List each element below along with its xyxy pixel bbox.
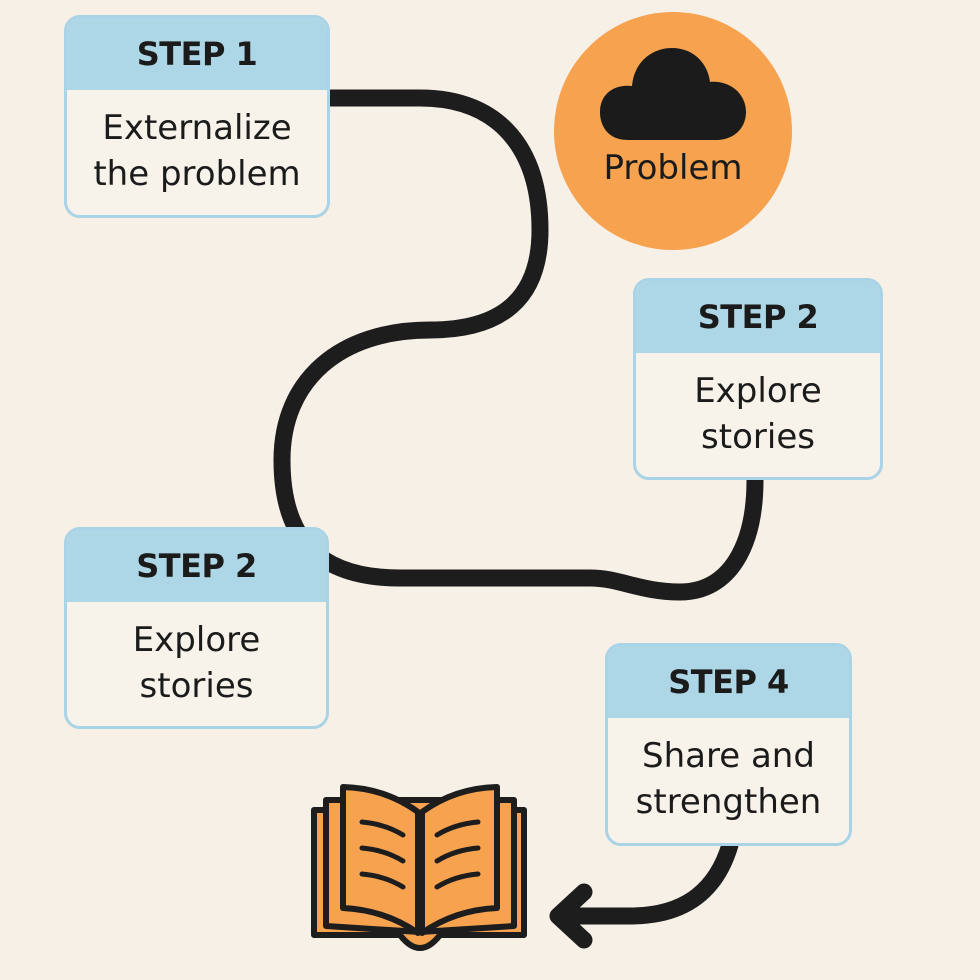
step-body: Explore stories — [636, 353, 880, 475]
open-book-icon — [311, 784, 527, 951]
step-header: STEP 2 — [67, 530, 326, 602]
step-description-line: Explore — [132, 620, 261, 660]
step-body: Explore stories — [67, 602, 326, 724]
step-card-1: STEP 1 Externalize the problem — [64, 15, 330, 218]
step-header: STEP 4 — [608, 646, 849, 718]
step-card-4: STEP 4 Share and strengthen — [605, 643, 852, 846]
return-arrow-path — [556, 836, 739, 925]
step-description-line: Explore — [694, 371, 822, 411]
step-body: Externalize the problem — [67, 90, 327, 212]
winding-path — [273, 89, 764, 601]
problem-badge: Problem — [554, 12, 792, 250]
step-card-2-right: STEP 2 Explore stories — [633, 278, 883, 480]
step-description-line: stories — [701, 417, 815, 457]
step-body: Share and strengthen — [608, 718, 849, 840]
step-description-line: Share and — [642, 736, 815, 776]
step-description-line: stories — [139, 666, 254, 706]
step-description-line: strengthen — [635, 782, 822, 822]
problem-label: Problem — [603, 148, 743, 188]
cloud-icon — [600, 48, 746, 140]
step-description-line: Externalize — [102, 108, 292, 148]
step-header: STEP 2 — [636, 281, 880, 353]
step-card-2-left: STEP 2 Explore stories — [64, 527, 329, 729]
arrow-left-icon — [549, 883, 593, 949]
step-description-line: the problem — [93, 154, 301, 194]
step-header: STEP 1 — [67, 18, 327, 90]
